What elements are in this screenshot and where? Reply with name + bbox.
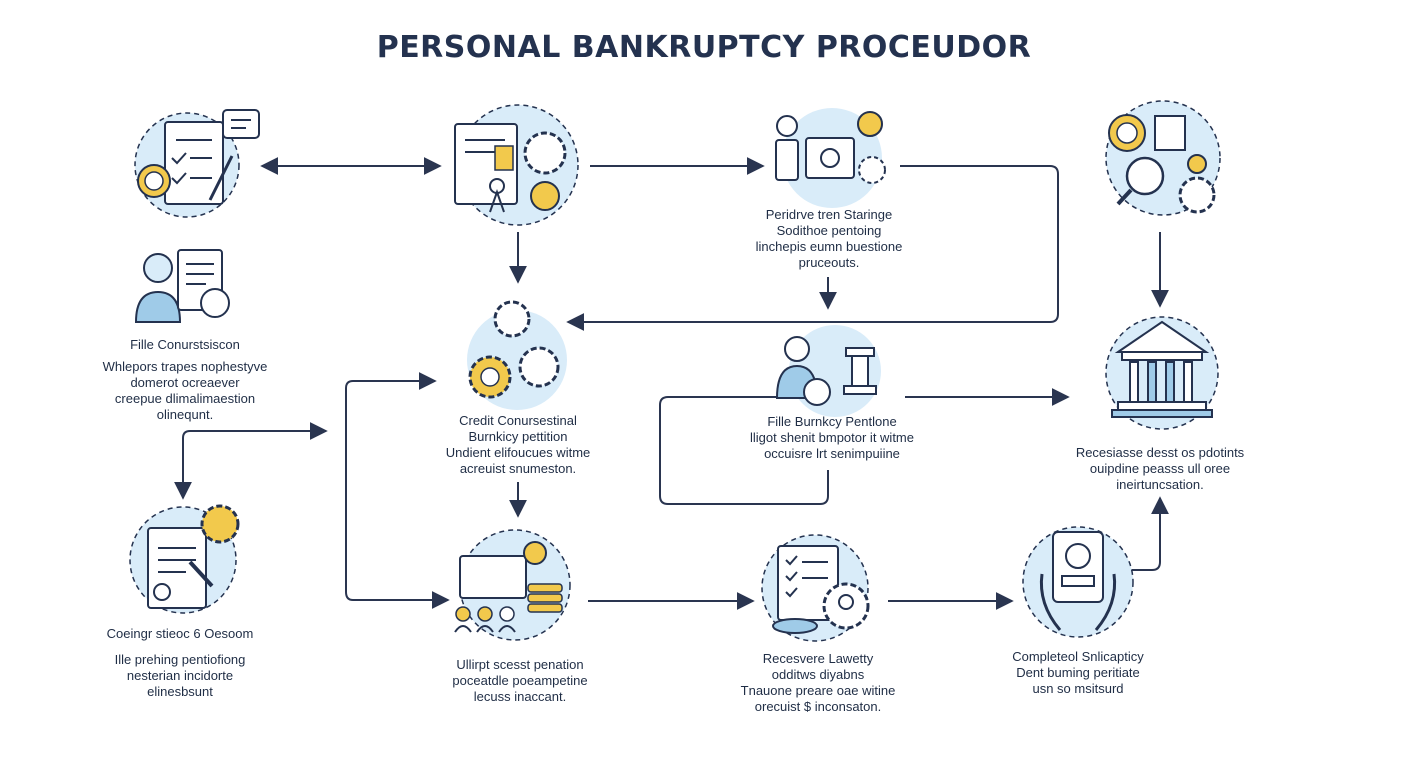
step-line: linchepis eumn buestione bbox=[755, 239, 903, 254]
step-line: odditws diyabns bbox=[771, 667, 865, 682]
step-completed: Completeol Snlicapticy Dent buming perit… bbox=[978, 649, 1178, 697]
step-heading: Credit Conursestinal bbox=[459, 413, 577, 428]
step-line: lligot shenit bmpotor it witme bbox=[749, 430, 914, 445]
step-heading: Fille Burnkcy Pentlone bbox=[767, 414, 897, 429]
checklist-badge-icon bbox=[761, 534, 870, 642]
courthouse-icon bbox=[1105, 316, 1219, 430]
step-line: poceatdle poeampetine bbox=[452, 673, 588, 688]
step-receive-discharge: Recesiasse desst os pdotints ouipdine pe… bbox=[1055, 445, 1265, 493]
step-line: elinesbsunt bbox=[147, 684, 213, 699]
connector-11 bbox=[659, 396, 829, 505]
step-closing-session: Coeingr stieoc 6 Oesoom Ille prehing pen… bbox=[85, 626, 275, 700]
step-line: acreuist snumeston. bbox=[459, 461, 577, 476]
person-document-icon bbox=[134, 249, 230, 323]
step-line: ouipdine peasss ull oree bbox=[1089, 461, 1231, 476]
step-line: orecuist $ inconsaton. bbox=[754, 699, 882, 714]
screen-people-coins-icon bbox=[454, 529, 571, 641]
step-line: Burnkicy pettition bbox=[468, 429, 568, 444]
coins-magnifier-icon bbox=[1105, 100, 1221, 216]
step-credit-counseling: Credit Conursestinal Burnkicy pettition … bbox=[423, 413, 613, 477]
step-heading: Ullirpt scesst penation bbox=[456, 657, 584, 672]
step-line: olinequnt. bbox=[156, 407, 214, 422]
step-line: Whlepors trapes nophestyve bbox=[102, 359, 268, 374]
step-line: lecuss inaccant. bbox=[473, 689, 567, 704]
step-line: nesterian incidorte bbox=[126, 668, 234, 683]
step-heading: Peridrve tren Staringe bbox=[765, 207, 893, 222]
presenter-screen-icon bbox=[775, 108, 886, 208]
step-bankruptcy-petition: Fille Burnkcy Pentlone lligot shenit bmp… bbox=[722, 414, 942, 462]
step-heading: Recesvere Lawetty bbox=[762, 651, 874, 666]
step-heading: Completeol Snlicapticy bbox=[1012, 649, 1144, 664]
step-line: ineirtuncsation. bbox=[1116, 477, 1204, 492]
step-submit-payment: Ullirpt scesst penation poceatdle poeamp… bbox=[425, 657, 615, 705]
step-line: pruceouts. bbox=[798, 255, 860, 270]
step-heading: Recesiasse desst os pdotints bbox=[1075, 445, 1245, 460]
step-line: Ille prehing pentiofiong bbox=[114, 652, 246, 667]
step-line: occuisre lrt senimpuiine bbox=[764, 446, 900, 461]
step-heading: Coeingr stieoc 6 Oesoom bbox=[106, 626, 254, 641]
step-line: usn so msitsurd bbox=[1032, 681, 1124, 696]
step-line: Undient elifoucues witme bbox=[445, 445, 591, 460]
connector-9 bbox=[174, 430, 260, 500]
step-heading: Fille Conurstsiscon bbox=[130, 337, 240, 352]
person-pillar-icon bbox=[775, 325, 881, 417]
step-line: Tnauone preare oae witine bbox=[740, 683, 896, 698]
step-line: Dent buming peritiate bbox=[1016, 665, 1140, 680]
step-receive-liability: Recesvere Lawetty odditws diyabns Tnauon… bbox=[718, 651, 918, 715]
step-prepare-schedules: Peridrve tren Staringe Sodithoe pentoing… bbox=[729, 207, 929, 271]
connector-7 bbox=[345, 372, 450, 609]
checklist-pencil-icon bbox=[129, 504, 240, 614]
hands-phone-icon bbox=[1022, 526, 1134, 638]
page-title: PERSONAL BANKRUPTCY PROCEUDOR bbox=[376, 30, 1032, 65]
gears-dollar-icon bbox=[467, 300, 567, 410]
step-file-consultation: Fille Conurstsiscon Whlepors trapes noph… bbox=[90, 337, 280, 423]
document-checklist-icon bbox=[134, 109, 260, 218]
documents-gears-icon bbox=[454, 104, 579, 226]
step-line: Sodithoe pentoing bbox=[776, 223, 882, 238]
connector-15 bbox=[1122, 496, 1169, 571]
step-line: creepue dlimalimaestion bbox=[114, 391, 256, 406]
connectors bbox=[174, 157, 1169, 610]
step-line: domerot ocreaever bbox=[130, 375, 240, 390]
connector-3 bbox=[566, 165, 1059, 331]
